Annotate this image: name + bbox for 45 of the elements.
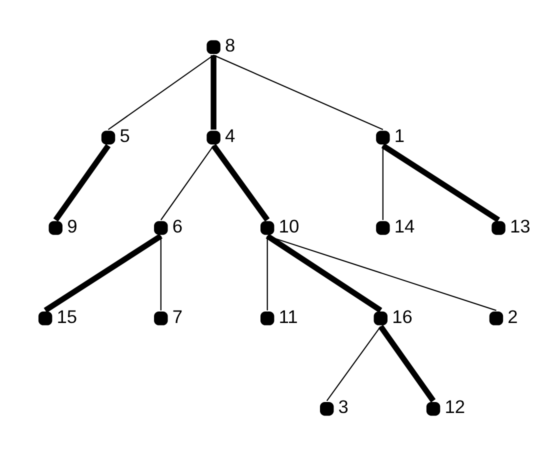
node-circle [260,220,274,234]
node-label: 12 [444,396,466,417]
node-label: 15 [56,305,78,326]
connector [160,236,162,310]
node-circle [492,220,506,234]
node-circle [206,40,220,54]
node-label: 8 [225,34,236,56]
node-label: 5 [120,124,130,146]
node-label: 16 [392,305,412,326]
node-label: 2 [508,305,518,326]
node-circle [376,130,390,144]
node-circle [48,220,62,234]
connector [266,233,382,312]
node-label: 11 [278,305,298,326]
node-circle [101,130,116,144]
connector [160,144,214,220]
connector [53,143,111,222]
connector [210,54,216,130]
node-circle [154,311,168,325]
node-circle [38,311,52,325]
node-label: 14 [394,214,415,236]
connector [267,234,496,310]
connector [211,143,270,222]
node-label: 10 [278,214,300,236]
connector [213,54,384,130]
node-circle [374,311,388,325]
node-label: 3 [338,396,348,417]
node-circle [376,220,390,234]
node-circle [260,311,274,325]
node-circle [489,311,504,325]
connector [381,142,500,222]
node-label: 4 [225,124,236,146]
connector [382,145,384,220]
node-label: 7 [172,305,183,326]
node-label: 6 [172,214,183,236]
node-label: 13 [510,214,530,236]
connector [378,324,436,402]
node-circle [206,130,220,144]
node-label: 1 [394,124,405,146]
connector [44,233,162,312]
node-circle [154,220,168,234]
node-circle [320,401,334,416]
node-label: 9 [67,214,78,236]
node-circle [426,401,440,416]
connector [326,326,382,401]
